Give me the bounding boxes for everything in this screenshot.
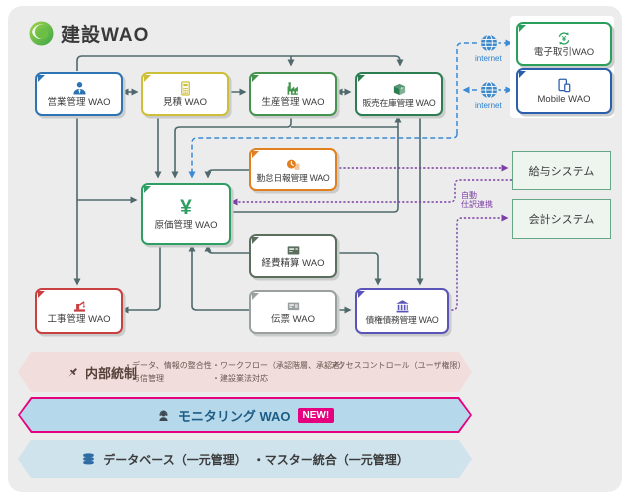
box-label: 原価管理 WAO: [154, 220, 218, 232]
operator-headset-icon: [156, 408, 171, 423]
box-label: 伝票 WAO: [271, 314, 315, 326]
box-label: 見積 WAO: [163, 97, 207, 109]
yen-icon: ¥: [180, 196, 192, 220]
internal-control-bullets-col1: ・データ、情報の整合性 ・与信管理: [124, 361, 212, 383]
internal-control-bullets-col2: ・ワークフロー（承認階層、承認者） ・建設業法対応: [212, 361, 348, 383]
monitoring-wao-band[interactable]: モニタリング WAO NEW!: [18, 397, 472, 433]
internal-control-bullets-col3: ・アクセスコントロール（ユーザ権限）: [322, 361, 466, 370]
box-etrade-wao[interactable]: ¥ 電子取引WAO: [516, 22, 612, 66]
internet-label: internet: [475, 54, 502, 63]
database-icon: [81, 451, 96, 467]
external-label: 給与システム: [528, 165, 595, 178]
expense-card-icon: [287, 246, 299, 255]
box-label: Mobile WAO: [537, 94, 591, 106]
clock-report-icon: [286, 159, 300, 170]
box-construction-management-wao[interactable]: 工事管理 WAO: [35, 288, 123, 334]
calculator-icon: [180, 81, 190, 96]
box-sales-wao[interactable]: 営業管理 WAO: [35, 72, 123, 116]
box-label: 営業管理 WAO: [47, 97, 111, 109]
logo-text: 建設WAO: [61, 25, 150, 46]
box-estimate-wao[interactable]: 見積 WAO: [141, 72, 229, 116]
box-label: 債権債務管理 WAO: [365, 314, 439, 325]
external-accounting-system: 会計システム: [512, 199, 611, 239]
box-mobile-wao[interactable]: Mobile WAO: [516, 68, 612, 114]
internal-control-band: 内部統制 ・データ、情報の整合性 ・与信管理 ・ワークフロー（承認階層、承認者）…: [18, 352, 472, 392]
box-label: 生産管理 WAO: [261, 97, 325, 109]
svg-text:¥: ¥: [562, 34, 567, 43]
database-band-label: データベース（一元管理） ・マスター統合（一元管理）: [103, 452, 409, 467]
factory-icon: [287, 82, 298, 96]
box-label: 工事管理 WAO: [47, 314, 111, 326]
box-expense-settlement-wao[interactable]: 経費精算 WAO: [249, 234, 337, 278]
database-band: データベース（一元管理） ・マスター統合（一元管理）: [18, 440, 472, 478]
internet-label: internet: [475, 101, 502, 110]
box-cost-management-wao[interactable]: ¥ 原価管理 WAO: [141, 183, 231, 245]
external-payroll-system: 給与システム: [512, 151, 611, 190]
businessman-icon: [72, 82, 86, 95]
package-box-icon: [393, 83, 405, 95]
bank-icon: [395, 299, 409, 313]
box-attendance-report-wao[interactable]: 勤怠日報管理 WAO: [249, 148, 337, 191]
voucher-receipt-icon: [287, 302, 299, 311]
box-label: 勤怠日報管理 WAO: [256, 172, 330, 183]
box-label: 電子取引WAO: [533, 47, 595, 59]
mobile-devices-icon: [558, 78, 571, 93]
new-badge: NEW!: [298, 408, 335, 423]
electronic-transaction-icon: ¥: [558, 32, 570, 46]
monitoring-wao-label: モニタリング WAO: [177, 408, 291, 424]
auto-journal-label: 自動 仕訳連携: [461, 191, 493, 210]
box-label: 販売在庫管理 WAO: [362, 97, 436, 108]
kensetsu-wao-logo[interactable]: 建設WAO: [28, 20, 149, 47]
logo-swirl-icon: [29, 21, 54, 46]
box-production-wao[interactable]: 生産管理 WAO: [249, 72, 337, 116]
box-receivables-payables-wao[interactable]: 債権債務管理 WAO: [355, 288, 449, 334]
pushpin-icon: [64, 365, 80, 381]
internal-control-title: 内部統制: [64, 363, 137, 382]
crane-icon: [73, 301, 85, 312]
box-sales-inventory-wao[interactable]: 販売在庫管理 WAO: [355, 72, 443, 116]
box-voucher-wao[interactable]: 伝票 WAO: [249, 290, 337, 334]
external-label: 会計システム: [528, 214, 595, 226]
box-label: 経費精算 WAO: [261, 258, 325, 270]
monitoring-wao-band-inner: モニタリング WAO NEW!: [20, 399, 470, 431]
